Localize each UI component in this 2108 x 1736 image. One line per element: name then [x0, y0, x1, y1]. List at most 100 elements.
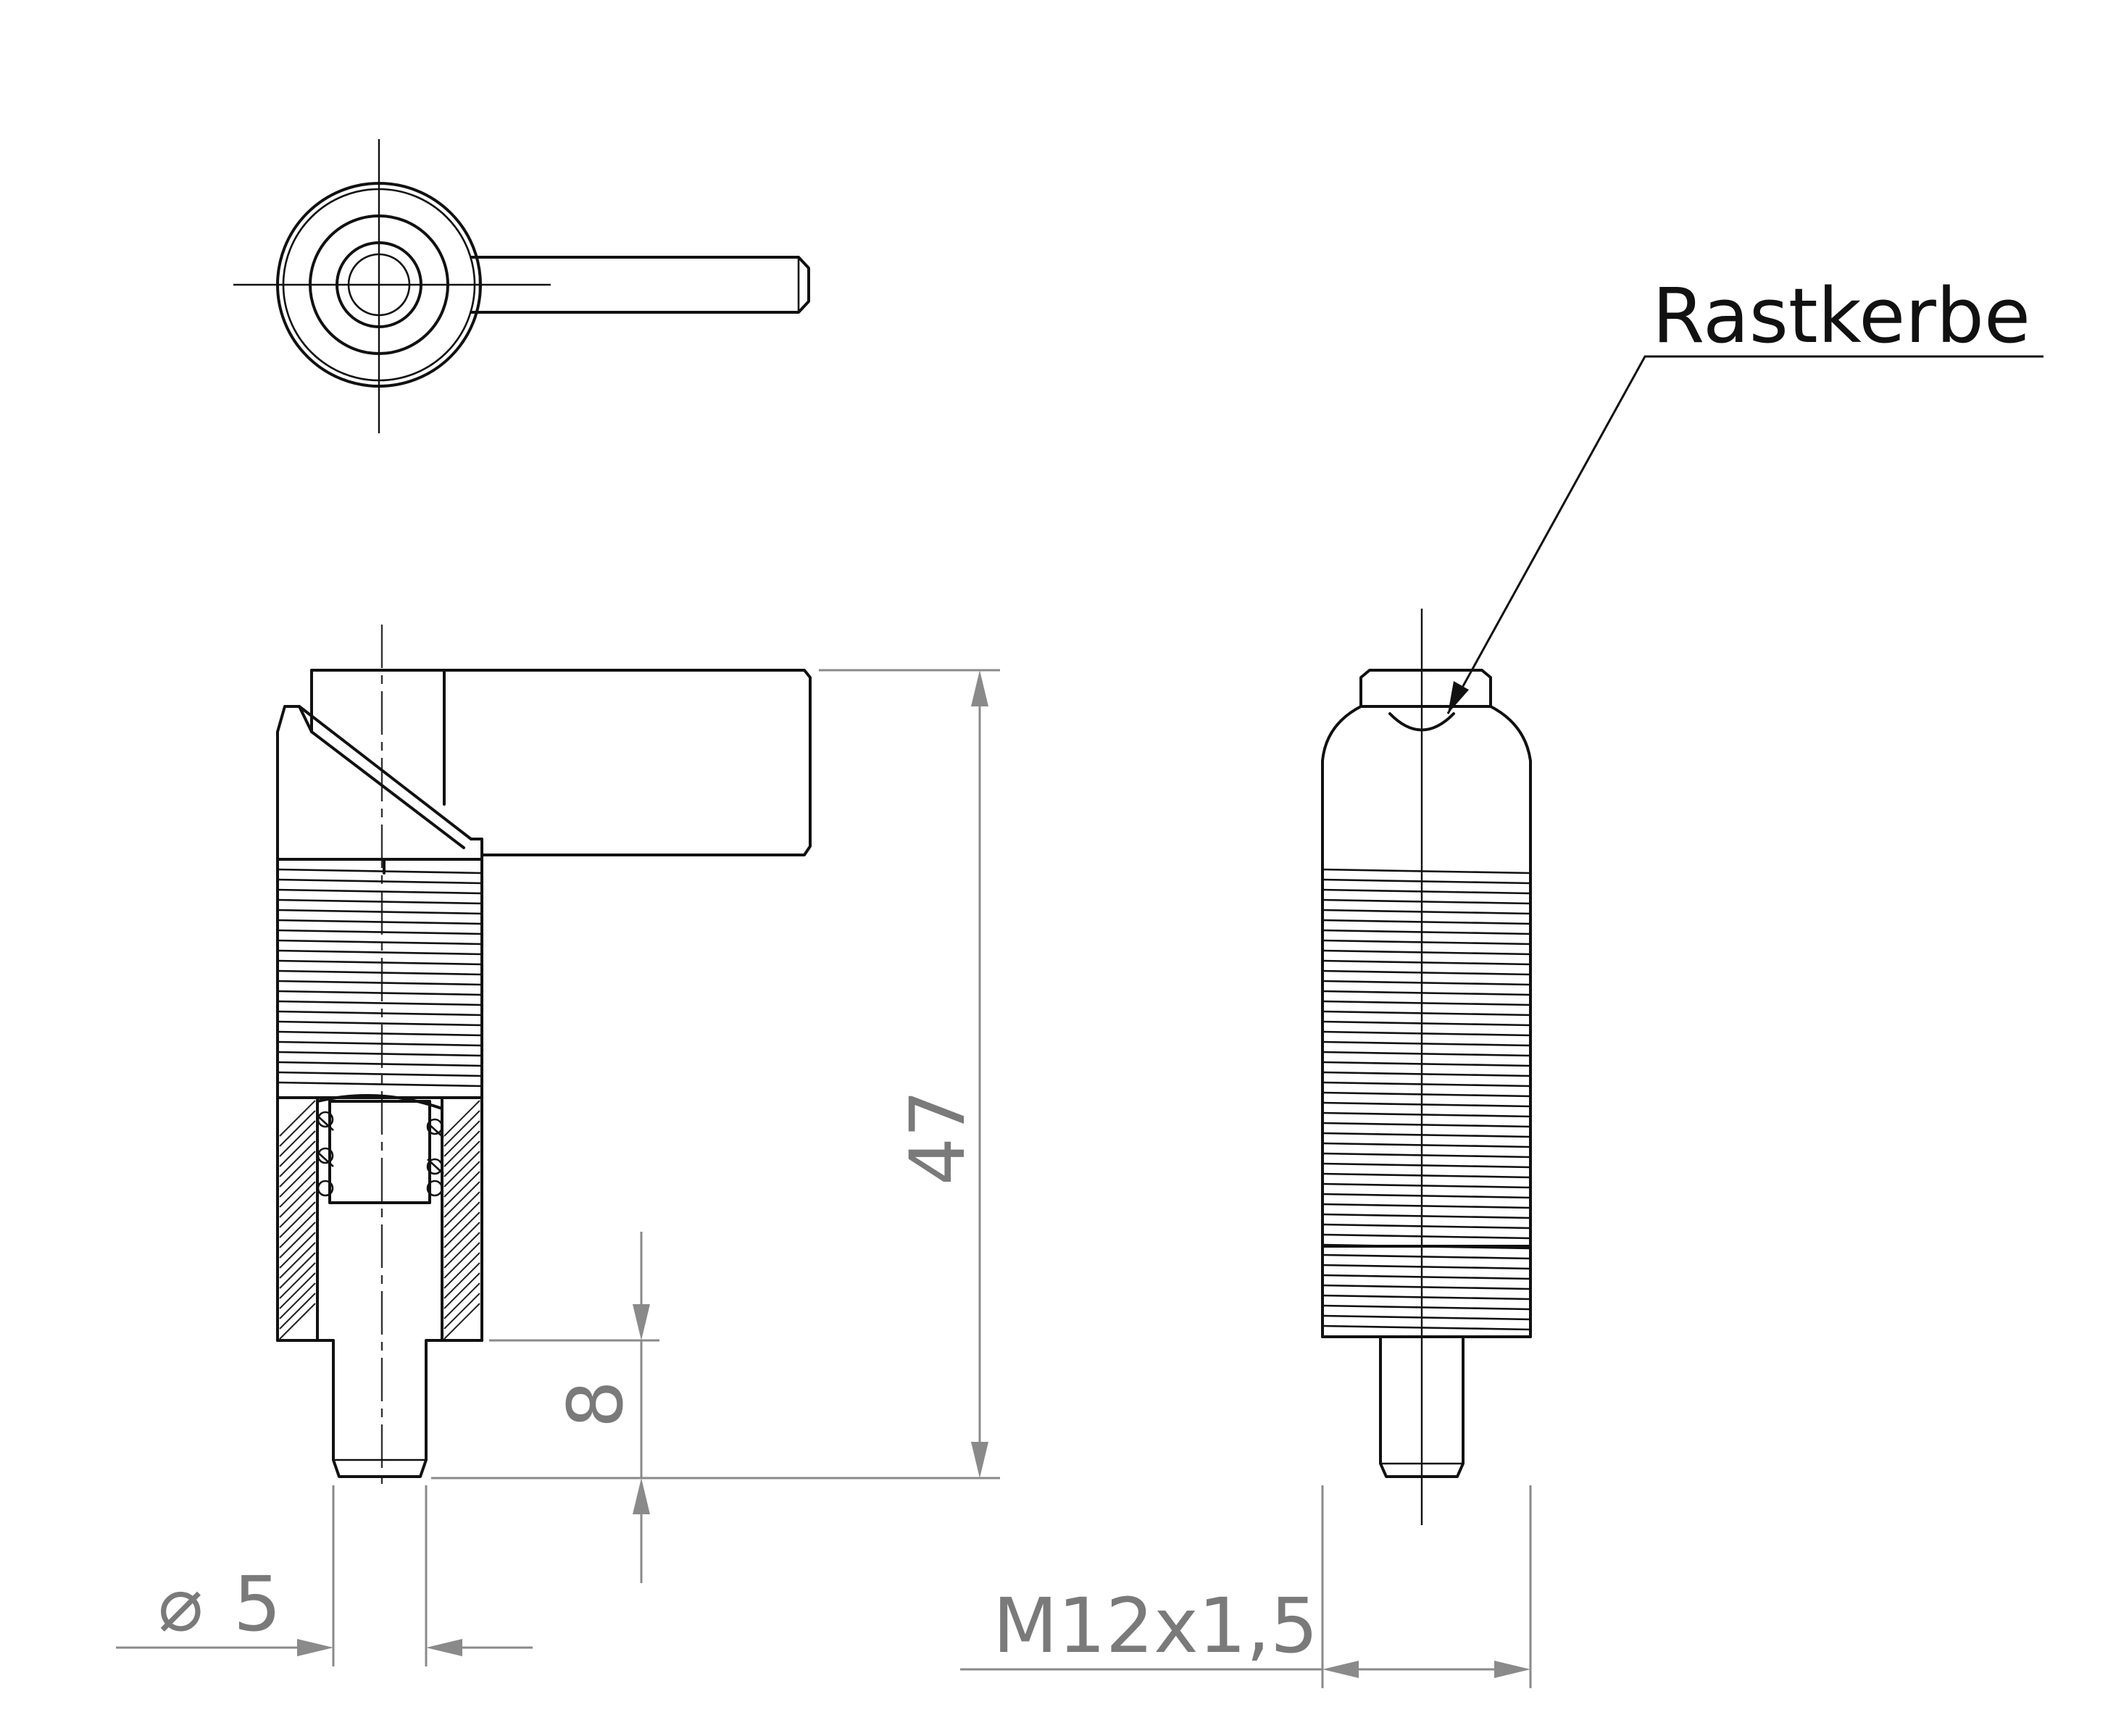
thread-line: [1322, 1213, 1531, 1219]
thread-line: [1322, 1061, 1531, 1067]
thread-line: [1322, 1091, 1531, 1098]
side-view: [1321, 609, 1532, 1525]
thread-line: [1322, 1010, 1531, 1017]
thread-line: [1322, 1203, 1531, 1209]
hatch-line: [279, 1140, 316, 1177]
thread-line: [1322, 1284, 1531, 1290]
dim-thread: M12x1,5: [993, 1582, 1318, 1670]
thread-line: [277, 939, 483, 946]
thread-line: [1322, 878, 1531, 885]
thread-line: [277, 1030, 483, 1037]
hatch-line: [279, 1242, 316, 1279]
thread-line: [1322, 898, 1531, 905]
thread-line: [1322, 1274, 1531, 1280]
hatch-line: [443, 1110, 480, 1147]
thread-line: [1322, 1152, 1531, 1159]
thread-line: [1322, 1294, 1531, 1301]
thread-line: [277, 888, 483, 895]
thread-line: [1322, 1264, 1531, 1270]
thread-line: [1322, 939, 1531, 946]
thread-line: [1322, 980, 1531, 986]
thread-line: [277, 1000, 483, 1006]
hatch-line: [279, 1211, 316, 1248]
hatch-line: [279, 1100, 316, 1137]
hatch-line: [443, 1120, 480, 1157]
hatch-line: [279, 1181, 316, 1218]
hatch-line: [443, 1140, 480, 1177]
thread-line: [1322, 1000, 1531, 1006]
thread-line: [1322, 1111, 1531, 1118]
thread-line: [1322, 1132, 1531, 1138]
thread-line: [1322, 1314, 1531, 1321]
thread-line: [1322, 1304, 1531, 1311]
thread-line: [277, 1020, 483, 1027]
thread-line: [1322, 1071, 1531, 1077]
hatch-line: [279, 1232, 316, 1269]
thread-line: [277, 1081, 483, 1088]
thread-line: [1322, 1162, 1531, 1169]
thread-line: [1322, 1101, 1531, 1108]
thread-line: [277, 949, 483, 956]
thread-line: [277, 1010, 483, 1017]
thread-line: [1322, 959, 1531, 966]
hatch-line: [443, 1171, 480, 1208]
hatch-line: [279, 1222, 316, 1259]
hatch-line: [443, 1252, 480, 1289]
thread-line: [1322, 1182, 1531, 1189]
hatch-line: [443, 1130, 480, 1167]
dim-pin-diameter: 5: [233, 1560, 281, 1648]
thread-line: [1322, 1142, 1531, 1148]
dimensions: 47 8 ⌀ 5 M12x1,5: [116, 669, 1532, 1688]
thread-line: [277, 919, 483, 925]
hatch-line: [443, 1161, 480, 1198]
thread-line: [1322, 1233, 1531, 1240]
hatch-line: [443, 1191, 480, 1228]
thread-line: [1322, 1081, 1531, 1088]
top-view: [233, 139, 810, 433]
thread-line: [1322, 1030, 1531, 1037]
hatch-line: [279, 1303, 316, 1340]
thread-line: [1322, 1223, 1531, 1230]
hatch-line: [279, 1262, 316, 1299]
thread-line: [1322, 1193, 1531, 1199]
hatch-line: [279, 1191, 316, 1228]
thread-line: [277, 868, 483, 875]
hatch-line: [443, 1222, 480, 1259]
thread-line: [1322, 929, 1531, 935]
thread-line: [1322, 868, 1531, 875]
hatch-line: [443, 1303, 480, 1340]
thread-line: [1322, 949, 1531, 956]
note-rastkerbe: Rastkerbe: [1652, 272, 2030, 360]
hatch-line: [443, 1293, 480, 1330]
thread-line: [1322, 919, 1531, 925]
leader-note: Rastkerbe: [1446, 272, 2044, 714]
hatch-line: [443, 1211, 480, 1248]
hatch-line: [279, 1171, 316, 1208]
thread-line: [277, 1040, 483, 1047]
dim-pin-length: 8: [551, 1380, 640, 1428]
hatch-line: [443, 1272, 480, 1309]
thread-line: [1322, 1040, 1531, 1047]
thread-line: [1322, 1324, 1531, 1331]
hatch-line: [279, 1293, 316, 1330]
thread-line: [1322, 1243, 1531, 1250]
thread-line: [277, 990, 483, 996]
front-view-section: [276, 625, 812, 1489]
thread-line: [1322, 1253, 1531, 1260]
thread-line: [1322, 1020, 1531, 1027]
thread-line: [1322, 990, 1531, 996]
dim-overall-length: 47: [893, 1090, 982, 1185]
hatch-line: [279, 1272, 316, 1309]
spring-coils: [317, 1111, 444, 1197]
thread-front-lines: [277, 868, 483, 1088]
thread-line: [277, 959, 483, 966]
hatch-line: [443, 1100, 480, 1137]
thread-line: [277, 1061, 483, 1067]
hatch-line: [279, 1110, 316, 1147]
thread-line: [277, 929, 483, 935]
thread-line: [277, 1071, 483, 1077]
thread-line: [1322, 969, 1531, 976]
hatch-line: [279, 1120, 316, 1157]
thread-line: [1322, 888, 1531, 895]
